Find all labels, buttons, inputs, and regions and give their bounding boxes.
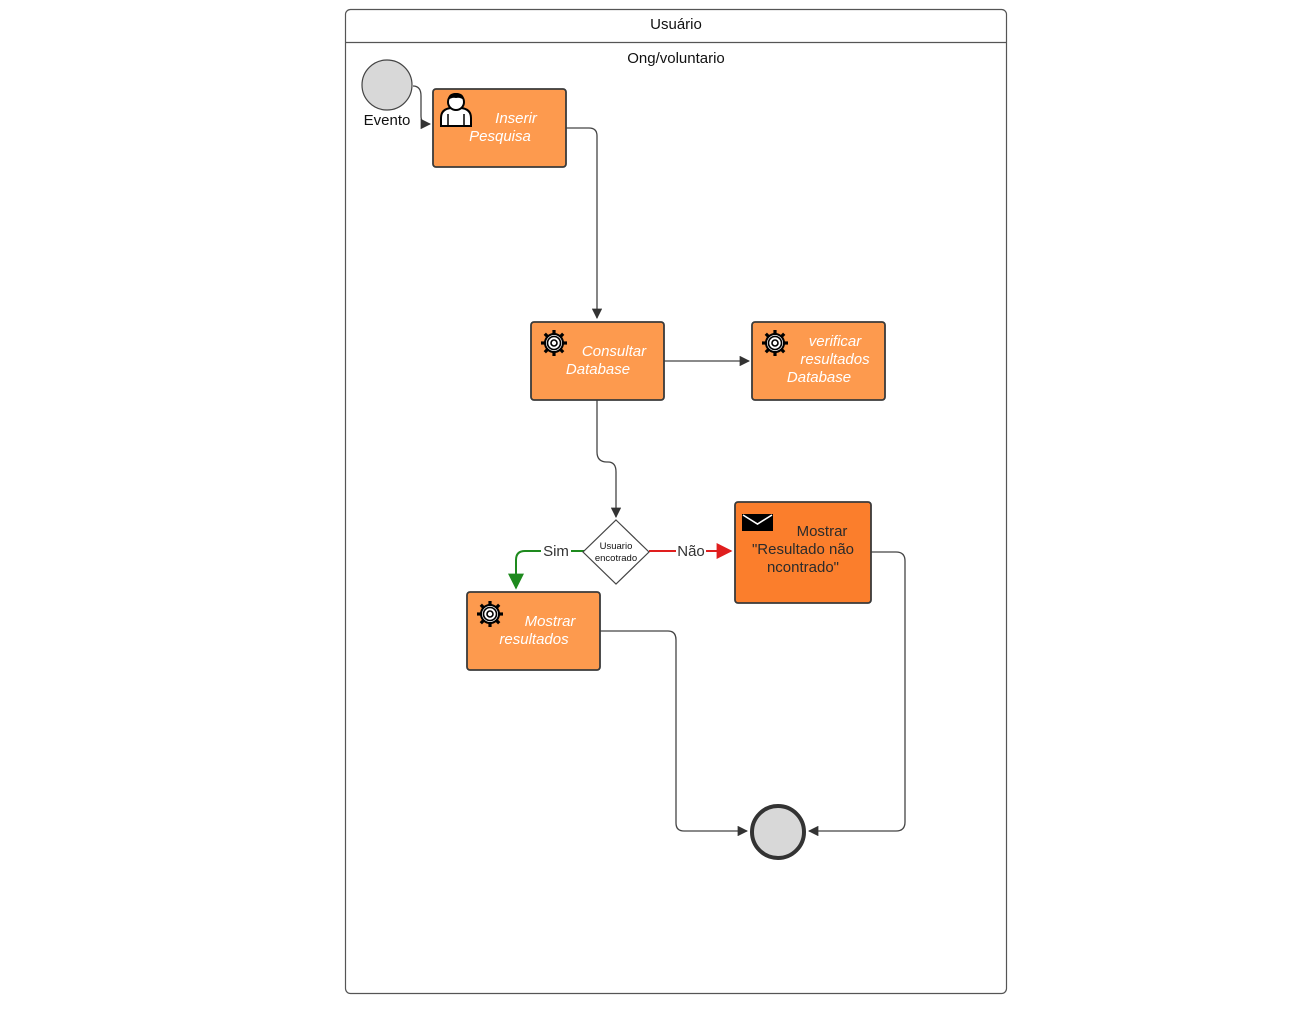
task-verificar-line3: Database [787, 369, 851, 386]
pool-border [344, 8, 1008, 995]
edge-gateway-yes[interactable] [516, 550, 584, 588]
edge-label-nao: Não [677, 543, 705, 560]
task-verificar-resultados[interactable]: verificar resultados Database [751, 321, 886, 401]
gear-icon [760, 328, 790, 358]
task-mostrar-resultados[interactable]: Mostrar resultados [466, 591, 601, 671]
task-consultar-line2: Database [566, 361, 630, 378]
pool-title: Usuário [650, 16, 702, 33]
gear-icon [475, 599, 505, 629]
task-verificar-line1: verificar [809, 333, 863, 350]
envelope-icon [742, 514, 773, 531]
edge-mostrar-res-to-end[interactable] [600, 630, 749, 837]
lane-title: Ong/voluntario [627, 50, 725, 67]
task-mostrar-res-line1: Mostrar [525, 613, 577, 630]
connectors: Sim Não [412, 85, 906, 837]
task-mostrar-nao-line2: "Resultado não [752, 541, 854, 558]
task-inserir-pesquisa[interactable]: Inserir Pesquisa [432, 88, 567, 168]
task-mostrar-nao-encontrado[interactable]: Mostrar "Resultado não ncontrado" [734, 501, 872, 604]
end-event[interactable] [750, 804, 806, 860]
gateway-diamond[interactable] [582, 519, 650, 585]
task-mostrar-nao-line3: ncontrado" [767, 559, 839, 576]
task-consultar-line1: Consultar [582, 343, 647, 360]
start-event-label: Evento [364, 112, 411, 129]
task-inserir-line1: Inserir [495, 110, 538, 127]
start-event[interactable]: Evento [361, 59, 413, 129]
task-verificar-line2: resultados [800, 351, 870, 368]
task-inserir-line2: Pesquisa [469, 128, 531, 145]
end-event-circle[interactable] [750, 804, 806, 860]
task-mostrar-nao-line1: Mostrar [797, 523, 848, 540]
edge-start-to-inserir[interactable] [412, 85, 432, 130]
edge-mostrar-nao-to-end[interactable] [807, 551, 906, 837]
start-event-circle[interactable] [361, 59, 413, 111]
pool: Usuário Ong/voluntario [344, 8, 1008, 995]
gear-icon [539, 328, 569, 358]
gateway-usuario-encontrado[interactable]: Usuario encotrado [582, 519, 650, 585]
gateway-line1: Usuario [600, 541, 633, 552]
task-mostrar-res-line2: resultados [499, 631, 569, 648]
task-consultar-database[interactable]: Consultar Database [530, 321, 665, 401]
edge-inserir-to-consultar[interactable] [566, 127, 603, 320]
edge-label-sim: Sim [543, 543, 569, 560]
user-icon [440, 93, 472, 127]
gateway-line2: encotrado [595, 553, 637, 564]
task-mostrar-res-box[interactable] [466, 591, 601, 671]
edge-consultar-to-gateway[interactable] [596, 400, 622, 519]
